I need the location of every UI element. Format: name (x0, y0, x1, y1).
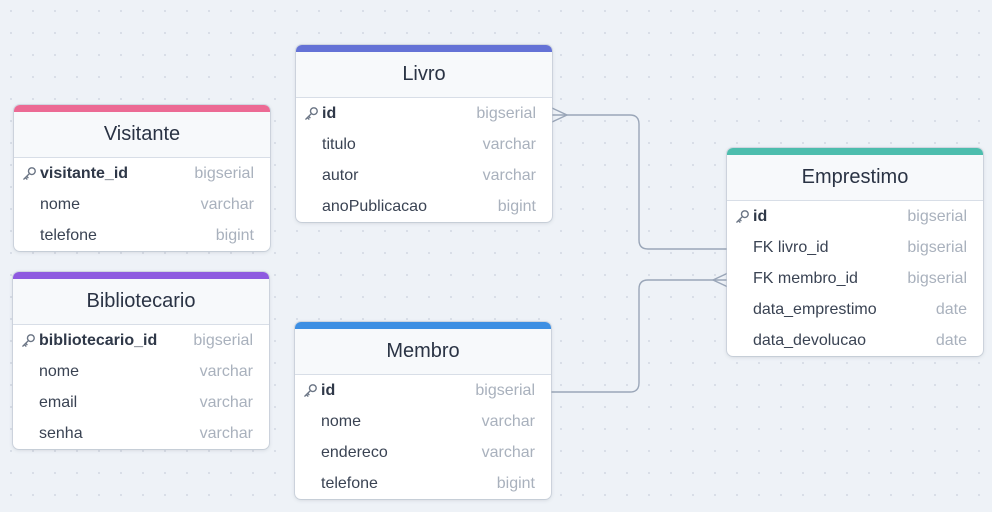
key-icon (304, 384, 317, 397)
field-type: varchar (199, 424, 253, 442)
table-header-bar (296, 45, 552, 52)
table-header-bar (295, 322, 551, 329)
field-type: bigserial (193, 331, 253, 349)
field-row[interactable]: telefone bigint (14, 220, 270, 251)
field-list: id bigserial nome varchar endereco varchar tel… (295, 375, 551, 499)
field-row[interactable]: nome varchar (14, 189, 270, 220)
field-type: bigserial (476, 104, 536, 122)
field-name: id (321, 381, 336, 399)
key-icon (22, 334, 35, 347)
field-row[interactable]: senha varchar (13, 418, 269, 449)
field-name: anoPublicacao (322, 197, 427, 215)
field-row[interactable]: email varchar (13, 387, 269, 418)
primary-key-icon (303, 383, 321, 398)
table-livro[interactable]: Livro id bigserial titulo varchar autor varch… (296, 45, 552, 222)
table-header-bar (13, 272, 269, 279)
field-name: id (322, 104, 337, 122)
field-row[interactable]: id bigserial (727, 201, 983, 232)
field-type: bigint (215, 226, 254, 244)
field-name: nome (40, 195, 81, 213)
field-list: id bigserial titulo varchar autor varchar anoP… (296, 98, 552, 222)
field-row[interactable]: id bigserial (295, 375, 551, 406)
field-type: bigserial (475, 381, 535, 399)
field-type: varchar (482, 166, 536, 184)
field-name: visitante_id (40, 164, 129, 182)
field-name: email (39, 393, 78, 411)
field-row[interactable]: id bigserial (296, 98, 552, 129)
field-type: varchar (482, 135, 536, 153)
connector-membro-emprestimo (551, 279, 728, 393)
field-type: bigserial (907, 207, 967, 225)
field-row[interactable]: titulo varchar (296, 129, 552, 160)
field-list: visitante_id bigserial nome varchar telefone… (14, 158, 270, 251)
field-row[interactable]: telefone bigint (295, 468, 551, 499)
field-name: autor (322, 166, 359, 184)
primary-key-icon (21, 333, 39, 348)
field-name: nome (39, 362, 80, 380)
field-name: bibliotecario_id (39, 331, 158, 349)
field-type: date (935, 300, 967, 318)
table-membro[interactable]: Membro id bigserial nome varchar endereco var… (295, 322, 551, 499)
field-type: bigint (497, 197, 536, 215)
table-title[interactable]: Membro (295, 329, 551, 375)
primary-key-icon (735, 209, 753, 224)
field-row[interactable]: data_devolucao date (727, 325, 983, 356)
field-row[interactable]: visitante_id bigserial (14, 158, 270, 189)
field-row[interactable]: FK livro_id bigserial (727, 232, 983, 263)
field-name: FK membro_id (753, 269, 858, 287)
field-name: endereco (321, 443, 388, 461)
primary-key-icon (22, 166, 40, 181)
crowfoot-livro-end (551, 107, 569, 123)
primary-key-icon (304, 106, 322, 121)
table-title[interactable]: Livro (296, 52, 552, 98)
table-header-bar (14, 105, 270, 112)
table-title[interactable]: Visitante (14, 112, 270, 158)
field-row[interactable]: FK membro_id bigserial (727, 263, 983, 294)
field-row[interactable]: nome varchar (295, 406, 551, 437)
field-type: bigserial (907, 238, 967, 256)
key-icon (305, 107, 318, 120)
field-row[interactable]: nome varchar (13, 356, 269, 387)
crowfoot-emprestimo-end (711, 272, 729, 288)
field-name: telefone (40, 226, 97, 244)
key-icon (736, 210, 749, 223)
field-row[interactable]: data_emprestimo date (727, 294, 983, 325)
field-name: FK livro_id (753, 238, 829, 256)
field-type: bigint (496, 474, 535, 492)
field-type: bigserial (907, 269, 967, 287)
field-type: varchar (481, 412, 535, 430)
field-row[interactable]: bibliotecario_id bigserial (13, 325, 269, 356)
field-type: bigserial (194, 164, 254, 182)
field-type: varchar (481, 443, 535, 461)
connector-livro-emprestimo (552, 114, 728, 250)
key-icon (23, 167, 36, 180)
field-row[interactable]: anoPublicacao bigint (296, 191, 552, 222)
field-name: data_emprestimo (753, 300, 877, 318)
field-type: varchar (200, 195, 254, 213)
table-header-bar (727, 148, 983, 155)
field-name: id (753, 207, 768, 225)
table-bibliotecario[interactable]: Bibliotecario bibliotecario_id bigserial n… (13, 272, 269, 449)
table-title[interactable]: Bibliotecario (13, 279, 269, 325)
field-name: nome (321, 412, 362, 430)
field-type: date (935, 331, 967, 349)
field-type: varchar (199, 362, 253, 380)
field-row[interactable]: autor varchar (296, 160, 552, 191)
field-type: varchar (199, 393, 253, 411)
field-name: data_devolucao (753, 331, 866, 349)
field-row[interactable]: endereco varchar (295, 437, 551, 468)
table-title[interactable]: Emprestimo (727, 155, 983, 201)
table-visitante[interactable]: Visitante visitante_id bigserial nome varch… (14, 105, 270, 251)
field-name: titulo (322, 135, 356, 153)
field-name: telefone (321, 474, 378, 492)
field-name: senha (39, 424, 83, 442)
